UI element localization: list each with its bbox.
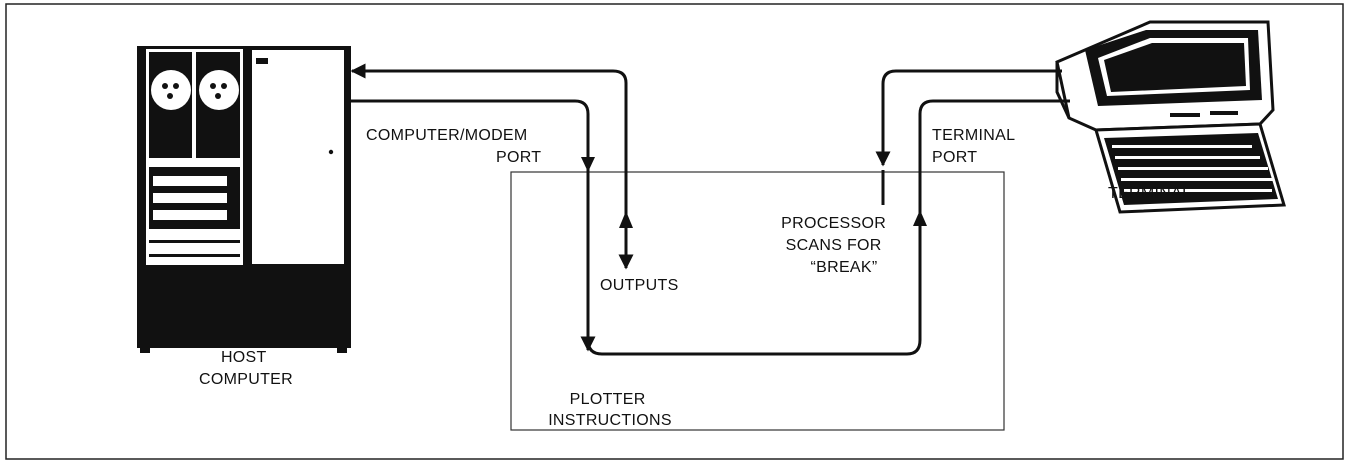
processor-label-line2: SCANS FOR: [786, 237, 882, 254]
computer-port-arrowhead: [581, 157, 595, 172]
terminal-port-arrowhead: [913, 210, 927, 226]
signal-lines: [350, 63, 1070, 356]
computer-modem-port-label: COMPUTER/MODEM PORT: [366, 127, 541, 166]
terminal-icon: [1055, 20, 1286, 214]
outputs-label: OUTPUTS: [600, 277, 679, 294]
outputs-arrowhead: [619, 211, 633, 228]
host-computer-icon: [137, 46, 351, 353]
processor-label-line1: PROCESSOR: [781, 215, 886, 232]
plotter-instructions-label-line1: PLOTTER: [570, 391, 646, 408]
terminal-to-processor-line: [875, 69, 1062, 167]
terminal-port-label-line2: PORT: [932, 149, 977, 166]
processor-label-line3: “BREAK”: [811, 259, 878, 276]
host-computer-label: HOST COMPUTER: [199, 349, 293, 388]
computer-modem-port-label-line1: COMPUTER/MODEM: [366, 127, 528, 144]
outer-frame: [5, 3, 1344, 460]
plotter-instructions-label: PLOTTER INSTRUCTIONS: [548, 391, 672, 429]
terminal-port-label-line1: TERMINAL: [932, 127, 1015, 144]
processor-label: PROCESSOR SCANS FOR “BREAK”: [781, 215, 891, 276]
computer-modem-port-label-line2: PORT: [496, 149, 541, 166]
plotter-box: [510, 171, 1005, 431]
host-computer-label-line2: COMPUTER: [199, 371, 293, 388]
host-computer-label-line1: HOST: [221, 349, 267, 366]
loop-to-terminal-line: [586, 99, 1070, 356]
plotter-instructions-label-line2: INSTRUCTIONS: [548, 412, 672, 429]
outputs-to-computer-line: [350, 63, 634, 270]
terminal-label: TERMINAL: [1108, 185, 1191, 202]
terminal-port-label: TERMINAL PORT: [932, 127, 1019, 166]
